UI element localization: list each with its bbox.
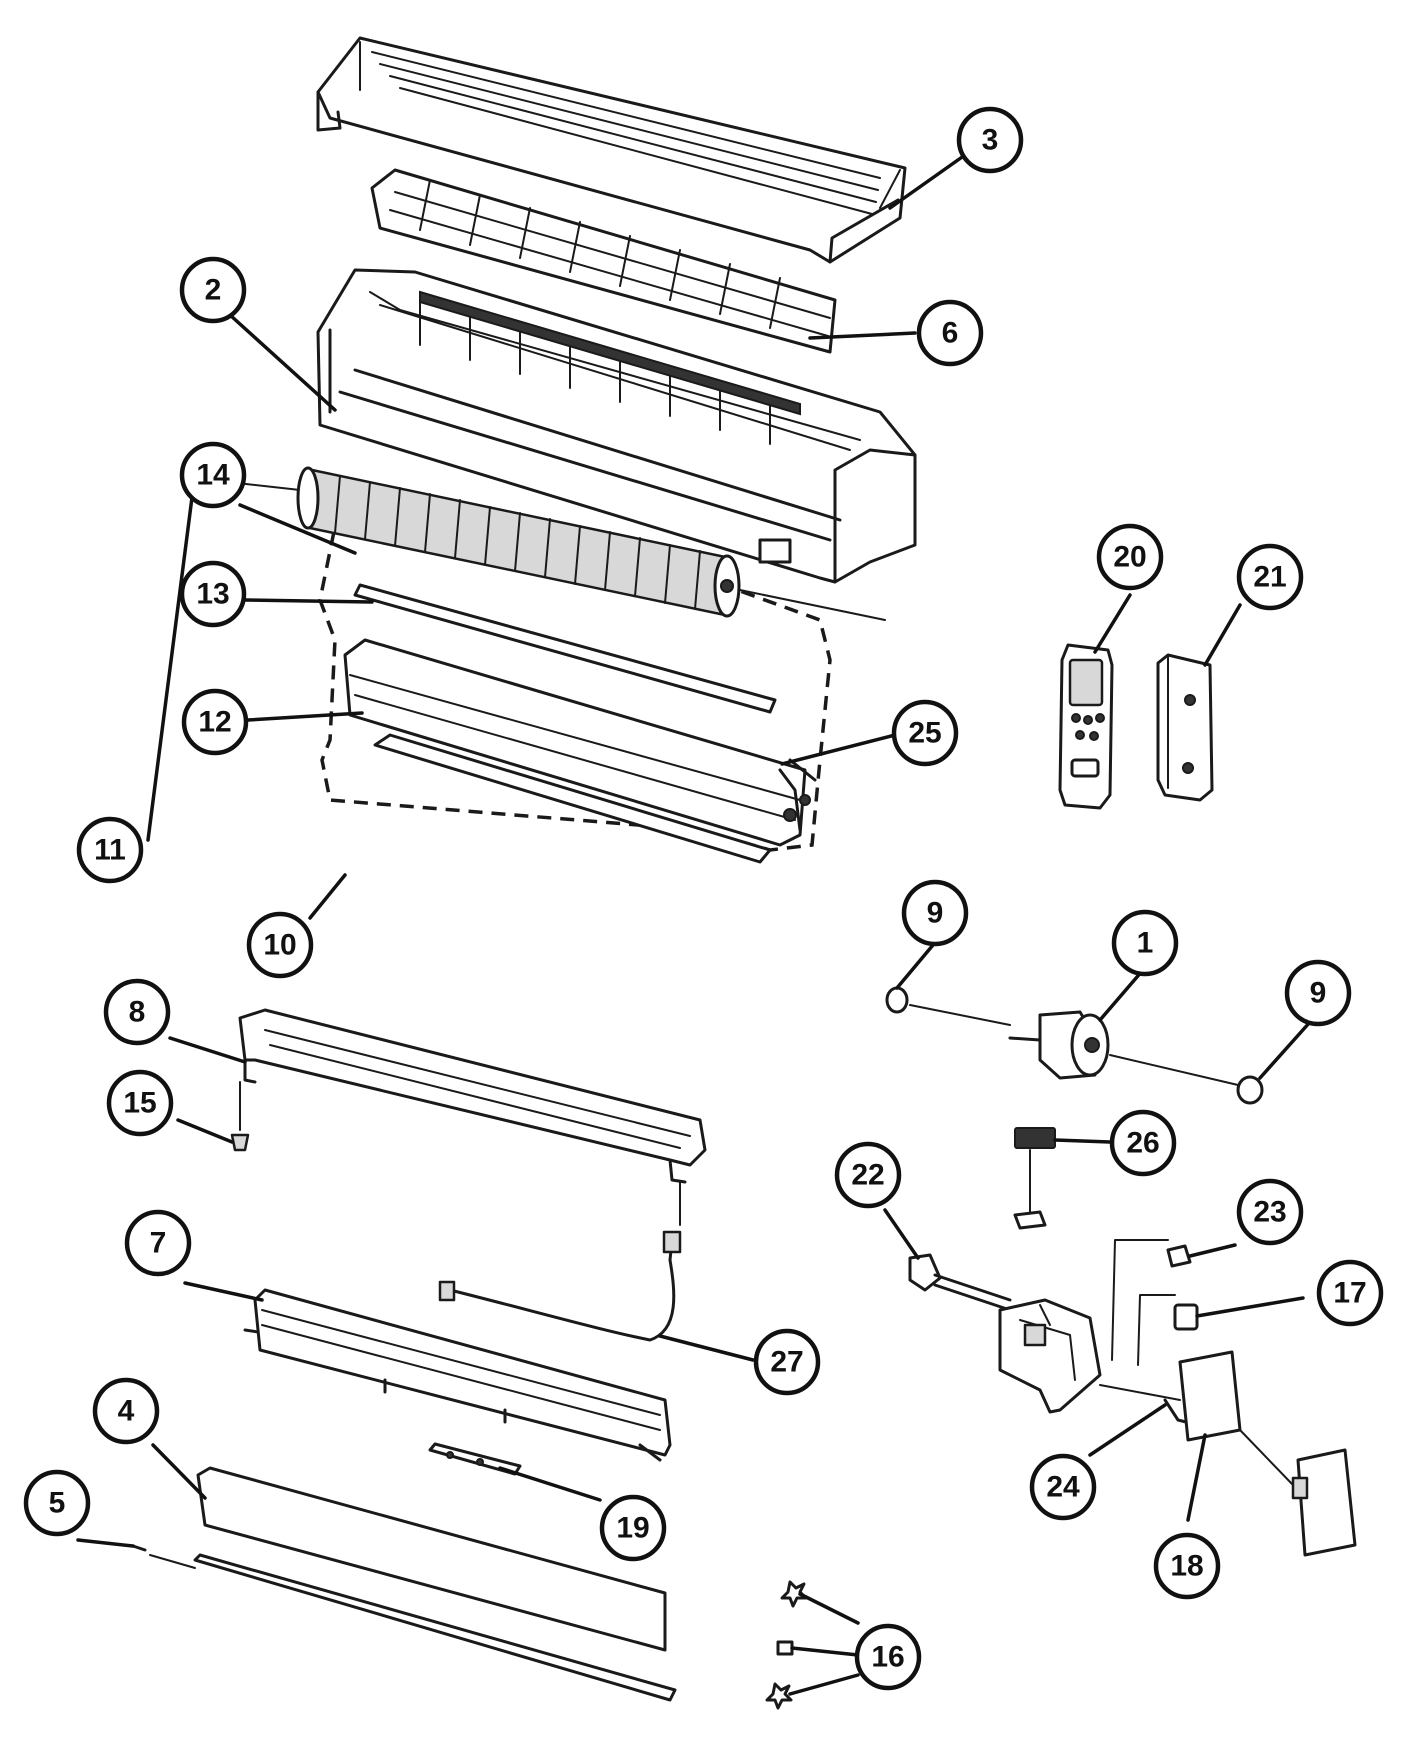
callout-label: 25 bbox=[908, 717, 941, 750]
electrical-box-assembly bbox=[908, 1127, 1357, 1557]
callout-2: 2 bbox=[179, 256, 247, 324]
drain-hose-part bbox=[438, 1230, 682, 1342]
callout-label: 11 bbox=[94, 834, 126, 867]
callout-18: 18 bbox=[1153, 1532, 1221, 1600]
remote-holder-part bbox=[1156, 653, 1214, 802]
callout-14: 14 bbox=[179, 441, 247, 509]
drain-pan-frame-part bbox=[238, 1008, 707, 1226]
callout-label: 4 bbox=[118, 1395, 135, 1428]
front-grille-part bbox=[316, 268, 917, 584]
callout-19: 19 bbox=[599, 1494, 667, 1562]
callout-27: 27 bbox=[753, 1328, 821, 1396]
callout-4: 4 bbox=[92, 1377, 160, 1445]
display-board-part bbox=[428, 1442, 522, 1476]
callout-label: 3 bbox=[982, 124, 999, 157]
horizontal-louver-part bbox=[196, 1466, 667, 1652]
front-panel-part bbox=[316, 36, 907, 264]
callout-label: 12 bbox=[198, 706, 231, 739]
leader-lines bbox=[76, 153, 1312, 1696]
callout-label: 1 bbox=[1137, 927, 1154, 960]
callout-label: 2 bbox=[205, 274, 222, 307]
callout-label: 8 bbox=[129, 996, 146, 1029]
callout-label: 21 bbox=[1253, 561, 1286, 594]
callout-label: 22 bbox=[851, 1159, 884, 1192]
callout-label: 13 bbox=[196, 578, 229, 611]
callout-22: 22 bbox=[834, 1141, 902, 1209]
callout-label: 27 bbox=[770, 1346, 803, 1379]
callout-10: 10 bbox=[246, 911, 314, 979]
cross-flow-fan-part bbox=[296, 466, 886, 621]
callout-label: 6 bbox=[942, 317, 959, 350]
callout-5: 5 bbox=[23, 1469, 91, 1537]
callout-label: 16 bbox=[871, 1641, 904, 1674]
callout-26: 26 bbox=[1109, 1109, 1177, 1177]
callout-9b: 9 bbox=[1284, 959, 1352, 1027]
louver-rod-part bbox=[131, 1544, 677, 1702]
callout-label: 17 bbox=[1333, 1277, 1366, 1310]
remote-control-part bbox=[1058, 643, 1114, 810]
bearing-rubber-part bbox=[885, 986, 1264, 1105]
callout-11: 11 bbox=[76, 816, 144, 884]
callout-6: 6 bbox=[916, 299, 984, 367]
callout-13: 13 bbox=[179, 560, 247, 628]
drain-rod-part bbox=[353, 583, 777, 714]
callout-label: 15 bbox=[123, 1087, 156, 1120]
callout-8: 8 bbox=[103, 978, 171, 1046]
callout-20: 20 bbox=[1096, 523, 1164, 591]
callout-15: 15 bbox=[106, 1069, 174, 1137]
evaporator-coil-part bbox=[343, 638, 817, 864]
callout-label: 9 bbox=[1310, 977, 1327, 1010]
callout-25: 25 bbox=[891, 699, 959, 767]
callout-23: 23 bbox=[1236, 1178, 1304, 1246]
callout-label: 5 bbox=[49, 1487, 66, 1520]
callout-label: 18 bbox=[1170, 1550, 1203, 1583]
callout-label: 24 bbox=[1046, 1471, 1080, 1504]
callout-16: 16 bbox=[854, 1623, 922, 1691]
callout-label: 23 bbox=[1253, 1196, 1286, 1229]
callout-label: 9 bbox=[927, 897, 944, 930]
callout-7: 7 bbox=[124, 1209, 192, 1277]
callout-label: 20 bbox=[1113, 541, 1146, 574]
callout-label: 10 bbox=[263, 929, 296, 962]
callout-label: 19 bbox=[616, 1512, 649, 1545]
callout-label: 14 bbox=[196, 459, 230, 492]
screw-set-part bbox=[765, 1580, 808, 1710]
callout-3: 3 bbox=[956, 106, 1024, 174]
callout-1: 1 bbox=[1111, 909, 1179, 977]
callout-24: 24 bbox=[1029, 1453, 1097, 1521]
callout-label: 7 bbox=[150, 1227, 167, 1260]
screw-part bbox=[230, 1133, 250, 1152]
callout-label: 26 bbox=[1126, 1127, 1159, 1160]
callout-9a: 9 bbox=[901, 879, 969, 947]
callout-12: 12 bbox=[181, 688, 249, 756]
callout-21: 21 bbox=[1236, 543, 1304, 611]
callout-17: 17 bbox=[1316, 1259, 1384, 1327]
fan-motor-part bbox=[1008, 1010, 1110, 1080]
air-filter-part bbox=[370, 168, 837, 354]
drain-pan-part bbox=[243, 1288, 672, 1462]
